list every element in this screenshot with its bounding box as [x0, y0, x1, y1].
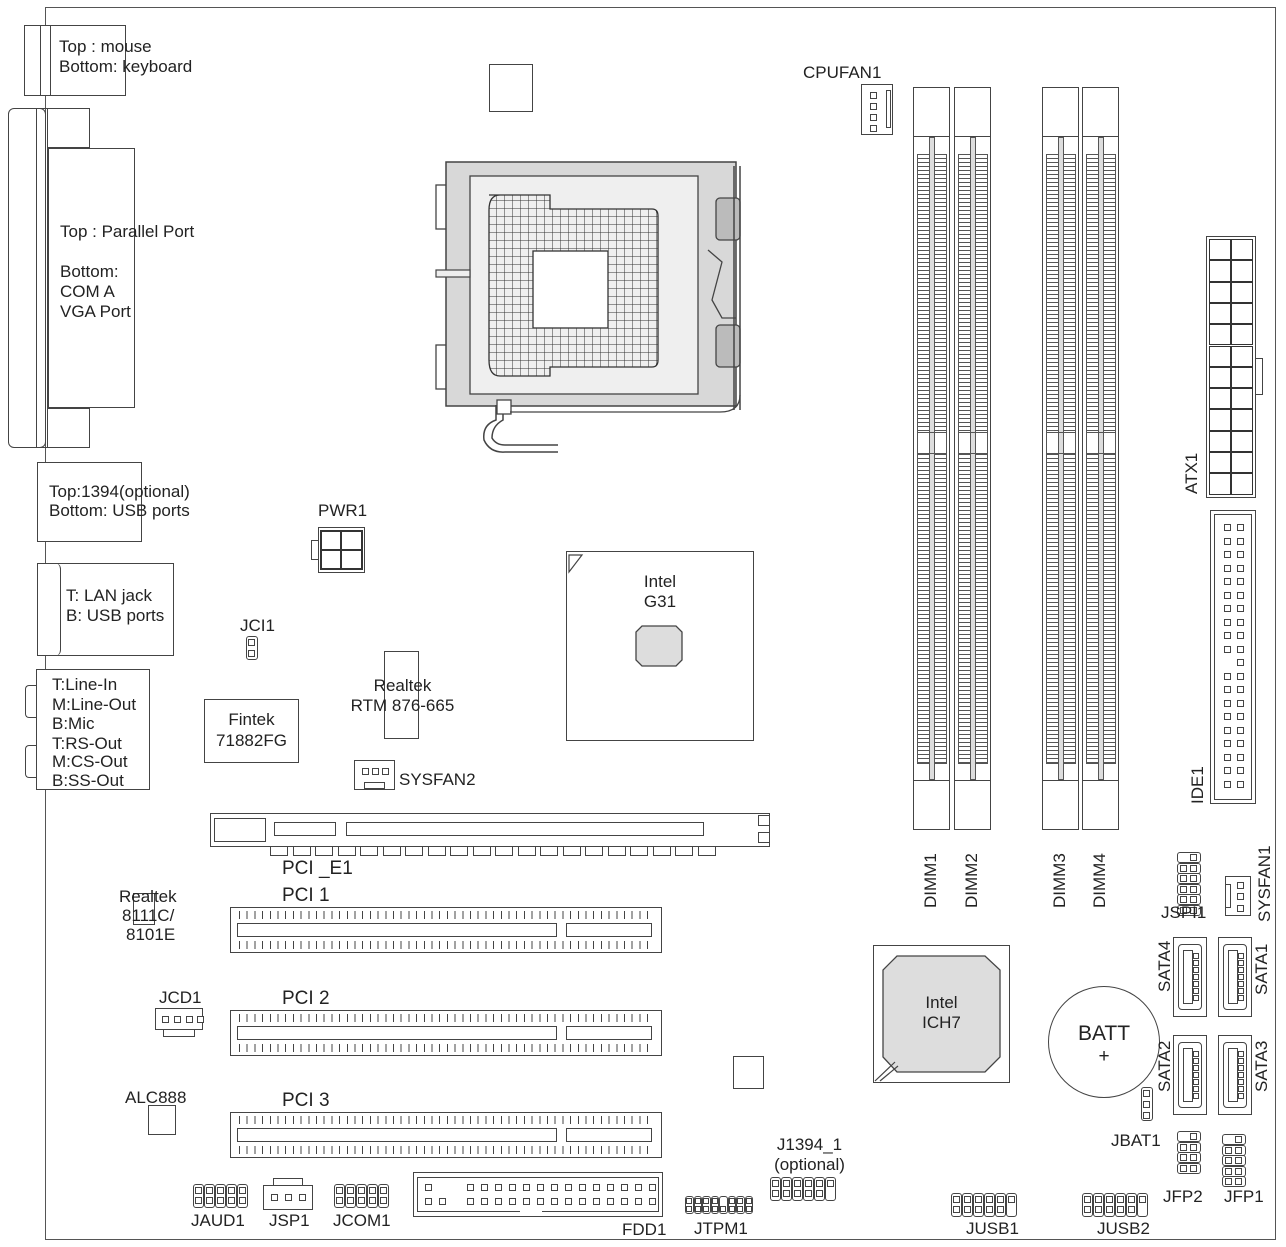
- pci-slot[interactable]: [230, 1010, 662, 1056]
- sata3-label: SATA3: [1252, 1040, 1271, 1092]
- dimm-slot[interactable]: [1042, 87, 1079, 830]
- small-chip-top: [489, 64, 533, 112]
- parallel-label-bottom: Bottom:: [60, 262, 119, 281]
- jaud1-label: JAUD1: [191, 1211, 245, 1230]
- realtek-rtm-label-1: Realtek: [373, 676, 432, 695]
- audio-rs-out: T:RS-Out: [52, 734, 122, 753]
- audio-line-out: M:Line-Out: [52, 695, 137, 714]
- jcom1-label: JCOM1: [333, 1211, 391, 1230]
- ps2-label-top: Top : mouse: [59, 37, 152, 56]
- cpufan1-label: CPUFAN1: [803, 63, 882, 82]
- dimm-label: DIMM2: [962, 853, 981, 908]
- realtek-rtm-label-2: RTM 876-665: [350, 696, 455, 715]
- jsp1-label: JSP1: [269, 1211, 310, 1230]
- audio-ss-out: B:SS-Out: [52, 771, 124, 790]
- alc888-chip: [148, 1105, 176, 1135]
- jusb2-label: JUSB2: [1097, 1219, 1150, 1238]
- pwr1-label: PWR1: [318, 501, 368, 520]
- audio-line-in: T:Line-In: [52, 675, 118, 694]
- small-chip-bottom: [733, 1056, 764, 1089]
- audio-cs-out: M:CS-Out: [52, 752, 128, 771]
- g31-die: [635, 625, 683, 667]
- parallel-label-top: Top : Parallel Port: [60, 222, 195, 241]
- batt-plus-icon: +: [1098, 1046, 1110, 1067]
- pci2-label: PCI 2: [282, 988, 330, 1009]
- jcd1-label: JCD1: [159, 988, 202, 1007]
- ide1-label: IDE1: [1188, 766, 1207, 804]
- dimm-label: DIMM3: [1050, 853, 1069, 908]
- sysfan2-label: SYSFAN2: [399, 770, 476, 789]
- jbat1-label: JBAT1: [1111, 1131, 1161, 1150]
- sata4-label: SATA4: [1155, 940, 1174, 992]
- g31-label-2: G31: [643, 592, 677, 611]
- usb-label: Bottom: USB ports: [49, 501, 190, 520]
- realtek-lan-label-1: Realtek: [119, 887, 177, 906]
- com-a-label: COM A: [60, 282, 115, 301]
- fintek-label-2: 71882FG: [216, 731, 287, 750]
- pci-slot[interactable]: [230, 907, 662, 953]
- lan-label: T: LAN jack: [66, 586, 152, 605]
- atx1-label: ATX1: [1182, 452, 1201, 494]
- pci3-label: PCI 3: [282, 1090, 330, 1111]
- jtpm1-label: JTPM1: [694, 1219, 748, 1238]
- fdd1-label: FDD1: [622, 1220, 667, 1239]
- pci-slot[interactable]: [230, 1112, 662, 1158]
- dimm-label: DIMM4: [1090, 853, 1109, 908]
- ich7-die: [874, 955, 1001, 1082]
- sata-port[interactable]: [1173, 1035, 1207, 1115]
- lan-usb-label: B: USB ports: [66, 606, 165, 625]
- pci1-label: PCI 1: [282, 885, 330, 906]
- dimm-slot[interactable]: [1082, 87, 1119, 830]
- cpu-socket-graphic: [435, 161, 741, 453]
- ieee1394-label: Top:1394(optional): [49, 482, 190, 501]
- jfp2-label: JFP2: [1163, 1187, 1203, 1206]
- dimm-label: DIMM1: [921, 853, 940, 908]
- dimm-slot[interactable]: [954, 87, 991, 830]
- jci1-label: JCI1: [240, 616, 275, 635]
- jfp1-label: JFP1: [1224, 1187, 1264, 1206]
- ps2-label-bottom: Bottom: keyboard: [59, 57, 193, 76]
- dimm-slot[interactable]: [913, 87, 950, 830]
- realtek-lan-label-3: 8101E: [126, 925, 176, 944]
- sata-port[interactable]: [1218, 1035, 1252, 1115]
- jspi1-label: JSPI1: [1161, 903, 1207, 922]
- batt-label: BATT: [1077, 1022, 1131, 1045]
- pcie-label: PCI _E1: [282, 858, 353, 879]
- audio-mic: B:Mic: [52, 714, 95, 733]
- ich7-label-1: Intel: [925, 993, 958, 1012]
- sata1-label: SATA1: [1252, 943, 1271, 995]
- j1394-optional-label: (optional): [774, 1155, 845, 1174]
- realtek-lan-label-2: 8111C/: [122, 906, 175, 925]
- jusb1-label: JUSB1: [966, 1219, 1019, 1238]
- sata-port[interactable]: [1218, 937, 1252, 1017]
- j1394-label: J1394_1: [776, 1135, 843, 1154]
- vga-port-label: VGA Port: [60, 302, 131, 321]
- alc888-label: ALC888: [125, 1088, 187, 1107]
- sata-port[interactable]: [1173, 937, 1207, 1017]
- g31-label-1: Intel: [643, 572, 677, 591]
- ich7-label-2: ICH7: [922, 1013, 961, 1032]
- sysfan1-label: SYSFAN1: [1255, 845, 1274, 922]
- sata2-label: SATA2: [1155, 1040, 1174, 1092]
- fintek-label-1: Fintek: [228, 710, 275, 729]
- pin1-marker-icon: [568, 554, 584, 574]
